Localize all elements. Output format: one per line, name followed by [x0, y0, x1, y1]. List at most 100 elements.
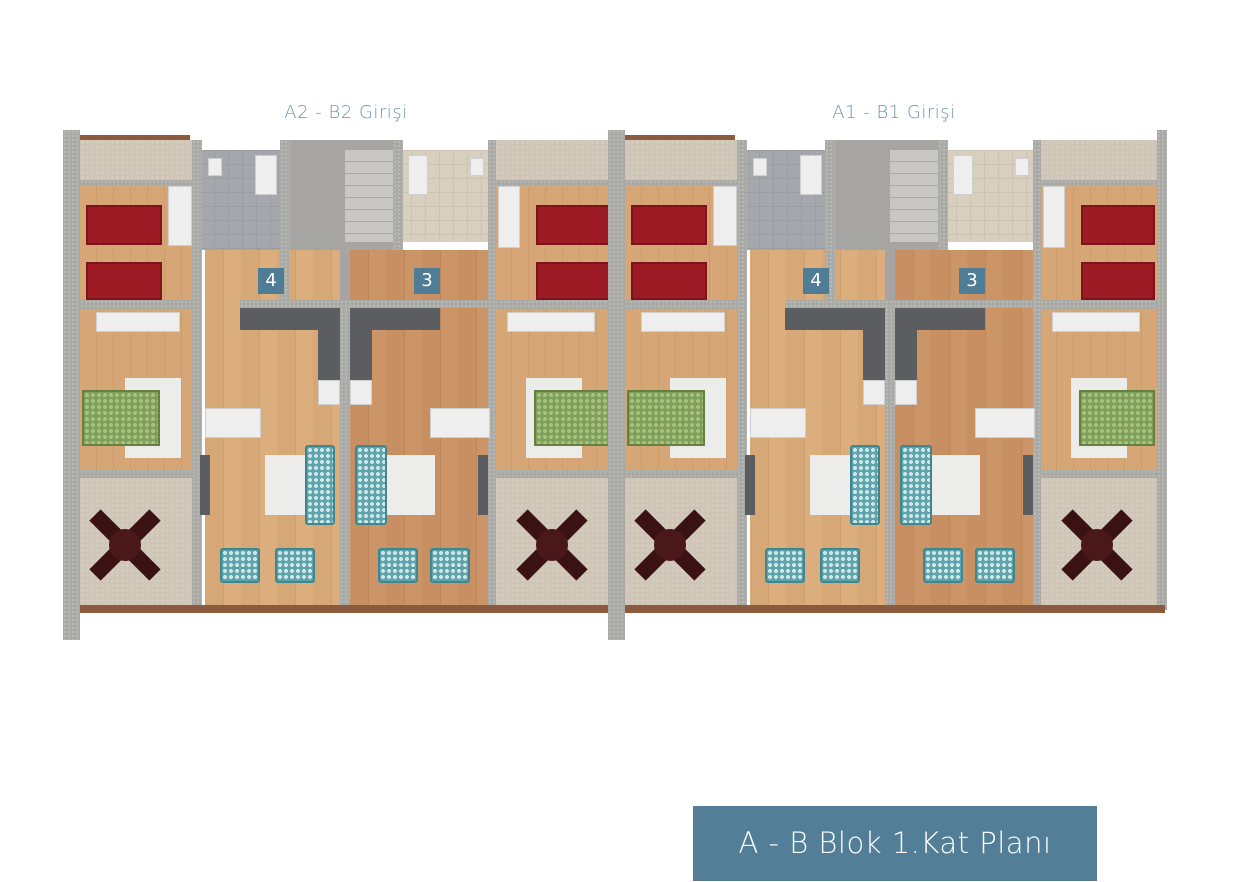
wall-v6 — [1157, 130, 1167, 610]
outdoor-table-1 — [89, 509, 161, 581]
wall-v1 — [192, 140, 202, 608]
entrance-label-a2-b2: A2 - B2 Girişi — [284, 102, 408, 123]
wall-h1 — [625, 180, 740, 186]
sofa-b — [900, 445, 932, 525]
wall-h6 — [495, 470, 613, 478]
wall-h5 — [1040, 300, 1158, 310]
wall-v1 — [737, 140, 747, 608]
wall-v3 — [393, 140, 403, 250]
kitchen-counter-a — [785, 308, 885, 330]
twin-bed-4 — [1081, 262, 1155, 300]
wardrobe-master-right — [507, 312, 595, 332]
kitchen-counter-b-return — [350, 308, 372, 380]
outdoor-table-2 — [1061, 509, 1133, 581]
master-bed-left — [82, 390, 160, 446]
bathtub-b — [953, 155, 973, 195]
bathtub-a — [800, 155, 822, 195]
wall-h7 — [240, 300, 490, 308]
wardrobe-master-left — [96, 312, 180, 332]
wall-h3 — [625, 470, 740, 478]
bathtub-a — [255, 155, 277, 195]
balcony-top-left — [625, 140, 737, 182]
twin-bed-4 — [536, 262, 610, 300]
kitchen-island-b — [895, 380, 917, 405]
armchair-a1 — [220, 548, 260, 583]
wardrobe-master-left — [641, 312, 725, 332]
wall-v5 — [1033, 140, 1041, 608]
tv-unit-a — [200, 455, 210, 515]
toilet-a — [753, 158, 767, 176]
wall-h4 — [1040, 180, 1158, 186]
kitchen-island-a — [863, 380, 885, 405]
armchair-b2 — [975, 548, 1015, 583]
outdoor-table-1 — [634, 509, 706, 581]
toilet-a — [208, 158, 222, 176]
armchair-b2 — [430, 548, 470, 583]
toilet-b — [470, 158, 484, 176]
wall-h1 — [80, 180, 195, 186]
wall-h7 — [785, 300, 1035, 308]
armchair-a2 — [275, 548, 315, 583]
kitchen-counter-b — [895, 308, 985, 330]
wardrobe-twin-left — [168, 186, 192, 246]
sofa-b — [355, 445, 387, 525]
balcony-top-right — [1040, 140, 1158, 182]
wall-v2 — [825, 140, 835, 300]
balcony-top-right — [495, 140, 613, 182]
armchair-b1 — [378, 548, 418, 583]
wall-h2 — [625, 300, 740, 310]
unit-number-badge: 4 — [803, 268, 829, 294]
staircase — [345, 150, 393, 242]
dining-table-b — [430, 408, 490, 438]
kitchen-counter-a-return — [318, 308, 340, 380]
wall-v5 — [488, 140, 496, 608]
twin-bed-1 — [631, 205, 707, 245]
facade-strip-top — [625, 135, 735, 140]
kitchen-island-b — [350, 380, 372, 405]
unit-number-badge: 3 — [959, 268, 985, 294]
bathtub-b — [408, 155, 428, 195]
wall-v4 — [885, 300, 895, 606]
wall-h4 — [495, 180, 613, 186]
plan-title: A - B Blok 1.Kat Planı — [693, 806, 1097, 881]
sofa-a — [850, 445, 880, 525]
wall-v4 — [340, 300, 350, 606]
outdoor-table-2 — [516, 509, 588, 581]
wall-v3 — [938, 140, 948, 250]
wall-h3 — [80, 470, 195, 478]
dining-table-a — [750, 408, 806, 438]
toilet-b — [1015, 158, 1029, 176]
master-bed-right — [534, 390, 610, 446]
facade-strip-bottom — [80, 605, 620, 613]
dining-table-b — [975, 408, 1035, 438]
kitchen-island-a — [318, 380, 340, 405]
twin-bed-2 — [86, 262, 162, 300]
unit-number-badge: 3 — [414, 268, 440, 294]
staircase — [890, 150, 938, 242]
master-bed-left — [627, 390, 705, 446]
sofa-a — [305, 445, 335, 525]
twin-bed-3 — [1081, 205, 1155, 245]
wardrobe-master-right — [1052, 312, 1140, 332]
armchair-b1 — [923, 548, 963, 583]
wardrobe-twin-left — [713, 186, 737, 246]
twin-bed-3 — [536, 205, 610, 245]
tv-unit-b — [478, 455, 488, 515]
kitchen-counter-a-return — [863, 308, 885, 380]
wall-v2 — [280, 140, 290, 300]
armchair-a1 — [765, 548, 805, 583]
wall-h6 — [1040, 470, 1158, 478]
armchair-a2 — [820, 548, 860, 583]
tv-unit-a — [745, 455, 755, 515]
tv-unit-b — [1023, 455, 1033, 515]
wall-h2 — [80, 300, 195, 310]
unit-number-badge: 4 — [258, 268, 284, 294]
balcony-top-left — [80, 140, 192, 182]
kitchen-counter-b — [350, 308, 440, 330]
kitchen-counter-b-return — [895, 308, 917, 380]
twin-bed-1 — [86, 205, 162, 245]
wall-h5 — [495, 300, 613, 310]
wardrobe-twin-right — [1043, 186, 1065, 248]
outer-wall-left — [608, 130, 625, 640]
wardrobe-twin-right — [498, 186, 520, 248]
